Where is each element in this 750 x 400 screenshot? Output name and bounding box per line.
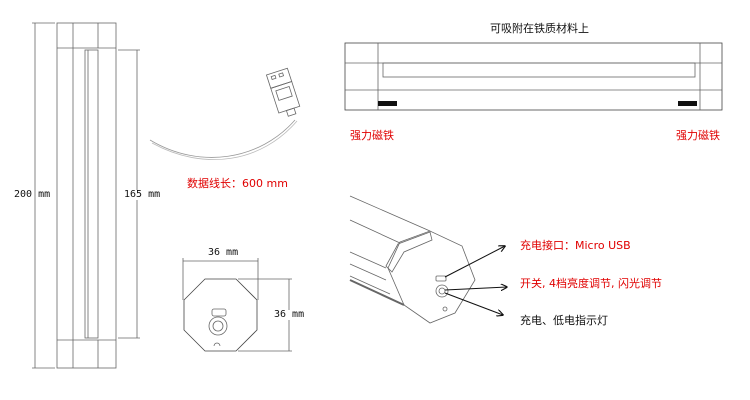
- magnet-right: [678, 101, 697, 106]
- callout-charging-port: 充电接口：Micro USB: [520, 239, 631, 252]
- callout-arrows: [444, 246, 507, 315]
- perspective-view: [349, 195, 476, 324]
- callout-indicator: 充电、低电指示灯: [520, 314, 608, 327]
- magnet-right-label: 强力磁铁: [676, 129, 720, 142]
- usb-cable: [149, 67, 301, 160]
- magnet-left-label: 强力磁铁: [350, 129, 394, 142]
- dimension-label-length: 200 mm: [14, 189, 51, 200]
- magnet-left: [378, 101, 397, 106]
- top-view: [344, 42, 723, 111]
- dimension-label-light-length: 165 mm: [124, 189, 161, 200]
- dimension-200mm: [32, 22, 55, 369]
- usb-cable-label: 数据线长：600 mm: [187, 177, 288, 190]
- side-view-light: [56, 22, 117, 369]
- top-view-title: 可吸附在铁质材料上: [490, 22, 589, 35]
- end-view: [182, 258, 292, 352]
- dimension-label-width: 36 mm: [208, 247, 239, 258]
- dimension-label-height: 36 mm: [274, 309, 305, 320]
- callout-switch: 开关, 4档亮度调节, 闪光调节: [520, 277, 662, 290]
